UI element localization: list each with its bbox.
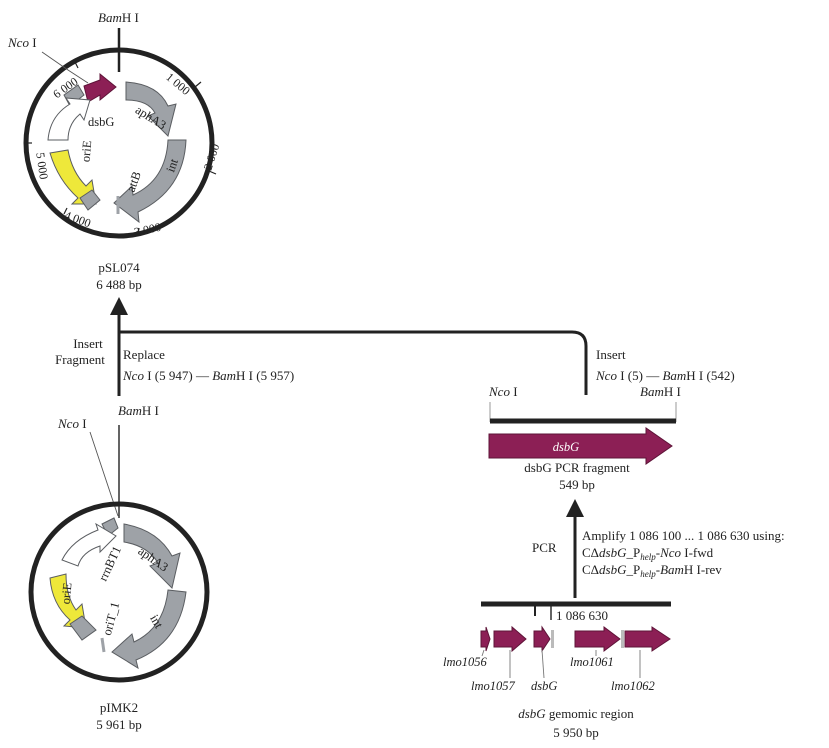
pcr-primer-fwd: CΔdsbG_Phelp-Nco I-fwd <box>582 545 714 562</box>
psl074-label-oriE: oriE <box>79 140 95 163</box>
pimk2-feature-int <box>111 589 187 670</box>
gene-lmo1062 <box>624 626 671 652</box>
pimk2-backbone <box>28 501 210 683</box>
genomic-coord-label: 1 086 630 <box>556 608 608 623</box>
genomic-region: 1 086 630 lmo1056 lmo1057 dsbG lmo1061 l… <box>443 601 671 740</box>
pcr-primer-rev: CΔdsbG_Phelp-BamH I-rev <box>582 562 722 579</box>
gene-gap-marker-2 <box>621 630 624 648</box>
gene-lmo1057 <box>493 625 527 653</box>
psl074-tick-5000: 5 000 <box>33 152 51 181</box>
psl074-feature-white <box>47 97 91 141</box>
psl074-ticks <box>26 61 217 236</box>
plasmid-psl074: BamH I Nco I 1 000 2 000 3 000 4 000 5 0… <box>7 10 222 292</box>
pimk2-size: 5 961 bp <box>96 717 142 732</box>
psl074-feature-dsbg <box>83 72 117 103</box>
pimk2-feature-gray-lower <box>69 615 97 641</box>
replace-label: Replace <box>123 347 165 362</box>
insert-fragment-line1: Insert <box>73 336 103 351</box>
gene-label-lmo1056: lmo1056 <box>443 655 488 669</box>
psl074-bamhi-label: BamH I <box>98 10 139 25</box>
insert-fragment-line2: Fragment <box>55 352 105 367</box>
pimk2-orit-mark <box>100 637 106 653</box>
psl074-name: pSL074 <box>98 260 140 275</box>
pcr-fragment-dsbg-arrow <box>488 427 673 465</box>
gene-label-dsbg: dsbG <box>531 679 557 693</box>
gene-label-lmo1062: lmo1062 <box>611 679 655 693</box>
psl074-feature-int <box>113 139 187 224</box>
insert-path-line <box>119 330 588 395</box>
psl074-tick-1000: 1 000 <box>163 70 193 98</box>
pcr-fragment-bamhi-label: BamH I <box>640 384 681 399</box>
pimk2-feature-oriE <box>49 573 87 629</box>
psl074-label-dsbg: dsbG <box>88 115 114 129</box>
gene-lmo1061 <box>574 626 621 652</box>
psl074-label-int: int <box>163 156 181 174</box>
pimk2-bamhi-label: BamH I <box>118 403 159 418</box>
psl074-feature-gray-lower <box>79 189 101 211</box>
pimk2-feature-apha3 <box>123 523 181 589</box>
pcr-fragment-title: dsbG PCR fragment <box>524 460 630 475</box>
psl074-ncoi-label: Nco I <box>7 35 37 50</box>
plasmid-pimk2: BamH I Nco I rrnBT1 aphA3 oriE oriT_1 in… <box>28 403 210 732</box>
replace-sites: Nco I (5 947) — BamH I (5 957) <box>122 368 294 383</box>
pimk2-name: pIMK2 <box>100 700 138 715</box>
pimk2-ncoi-label: Nco I <box>57 416 87 431</box>
insert-connector: Insert Fragment Replace Nco I (5 947) — … <box>55 297 735 396</box>
pimk2-feature-rrnbt1 <box>61 522 117 567</box>
pimk2-label-oriE: oriE <box>59 582 75 605</box>
gene-gap-marker-1 <box>551 630 554 648</box>
psl074-feature-apha3 <box>125 81 177 137</box>
pcr-fragment-gene-label: dsbG <box>553 440 579 454</box>
gene-dsbg <box>533 625 551 653</box>
psl074-tick-2000: 2 000 <box>201 142 223 172</box>
pcr-step: PCR Amplify 1 086 100 ... 1 086 630 usin… <box>532 499 785 598</box>
pcr-fragment-ncoi-label: Nco I <box>488 384 518 399</box>
pcr-fragment-size: 549 bp <box>559 477 595 492</box>
pcr-amplify-text: Amplify 1 086 100 ... 1 086 630 using: <box>582 528 785 543</box>
gene-lmo1056 <box>480 626 491 652</box>
pcr-fragment: Nco I BamH I dsbG dsbG PCR fragment 549 … <box>488 384 681 492</box>
gene-label-lmo1061: lmo1061 <box>570 655 614 669</box>
psl074-label-attb: attB <box>124 169 144 193</box>
insert-sites: Nco I (5) — BamH I (542) <box>595 368 735 383</box>
genomic-title: dsbG gemomic region <box>518 706 634 721</box>
pimk2-label-orit: oriT_1 <box>100 600 122 636</box>
genomic-size: 5 950 bp <box>553 725 599 740</box>
pcr-label: PCR <box>532 540 557 555</box>
gene-label-lmo1057: lmo1057 <box>471 679 516 693</box>
gene-leaders <box>481 649 641 679</box>
psl074-ncoi-leader <box>41 51 89 84</box>
psl074-tick-3000: 3 000 <box>133 220 162 239</box>
psl074-size: 6 488 bp <box>96 277 142 292</box>
insert-label: Insert <box>596 347 626 362</box>
